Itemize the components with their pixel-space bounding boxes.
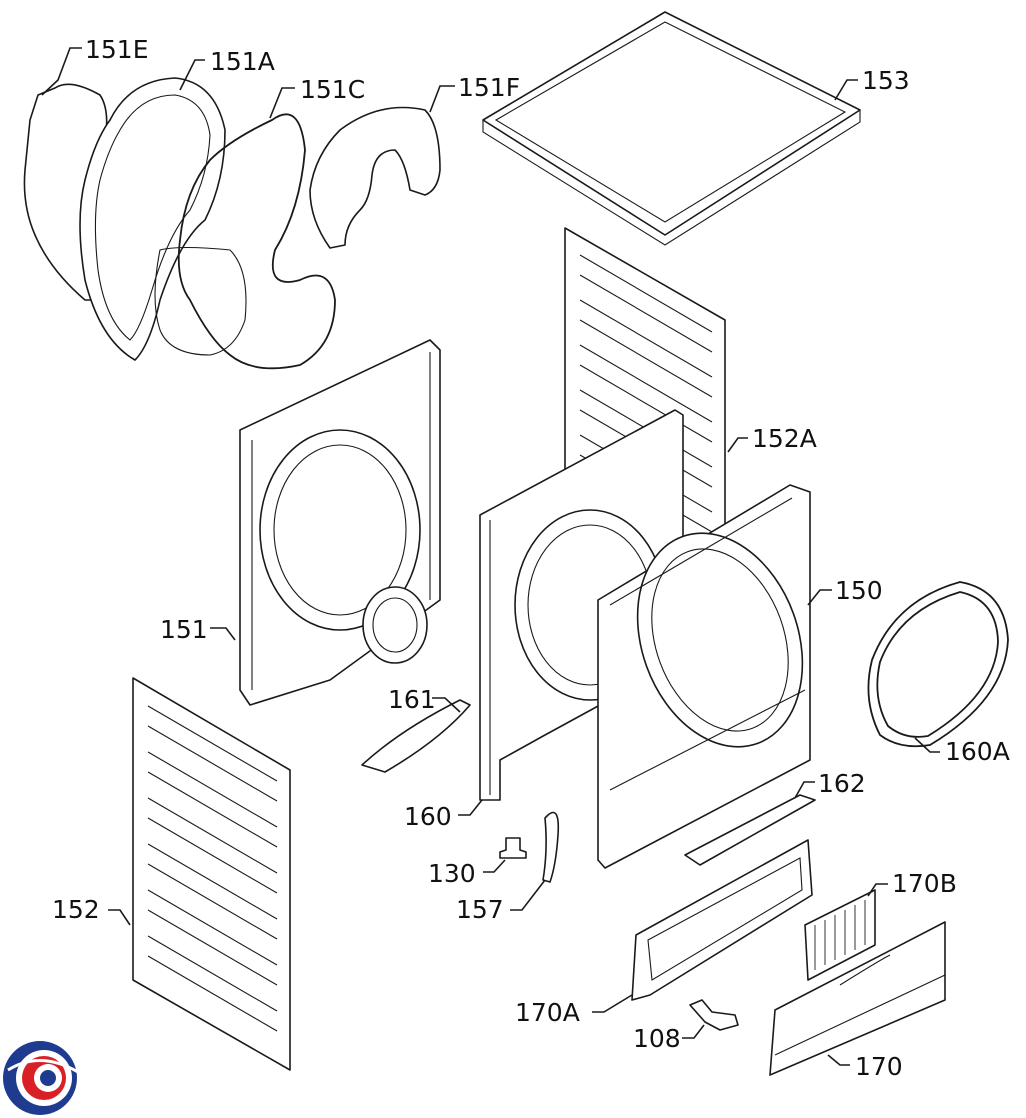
part-130-foot <box>499 837 527 859</box>
part-151c-wire <box>177 113 336 370</box>
part-153-top-panel <box>482 11 861 246</box>
part-152-side-panel <box>132 677 291 1071</box>
part-151f-plate <box>309 106 441 249</box>
spiral-logo-icon <box>3 1041 79 1115</box>
part-151-rear-frame <box>239 339 441 706</box>
label-152: 152 <box>52 895 100 924</box>
label-157: 157 <box>456 895 504 924</box>
label-151f: 151F <box>458 73 520 102</box>
label-160a: 160A <box>945 737 1010 766</box>
part-160-front-frame <box>479 409 684 801</box>
part-157-strip <box>542 811 560 883</box>
label-152a: 152A <box>752 424 817 453</box>
part-labels: 151E 151A 151C 151F 153 152A 151 150 160… <box>52 35 1010 1081</box>
label-153: 153 <box>862 66 910 95</box>
label-170a: 170A <box>515 998 580 1027</box>
label-151a: 151A <box>210 47 275 76</box>
part-160a-gasket <box>867 581 1009 748</box>
part-151a-frame <box>79 77 247 361</box>
part-161-strip <box>361 699 471 773</box>
part-170b-grille <box>804 889 876 981</box>
part-162-tray <box>684 794 816 866</box>
part-170-kick-panel <box>769 921 946 1076</box>
label-170: 170 <box>855 1052 903 1081</box>
label-108: 108 <box>633 1024 681 1053</box>
label-170b: 170B <box>892 869 957 898</box>
part-170a-frame <box>631 839 813 1001</box>
part-150-front-panel <box>597 484 811 869</box>
label-161: 161 <box>388 685 436 714</box>
label-151: 151 <box>160 615 208 644</box>
label-162: 162 <box>818 769 866 798</box>
leader-lines <box>41 47 940 1066</box>
part-108-latch <box>689 999 739 1031</box>
label-130: 130 <box>428 859 476 888</box>
label-150: 150 <box>835 576 883 605</box>
label-151e: 151E <box>85 35 149 64</box>
label-160: 160 <box>404 802 452 831</box>
label-151c: 151C <box>300 75 365 104</box>
